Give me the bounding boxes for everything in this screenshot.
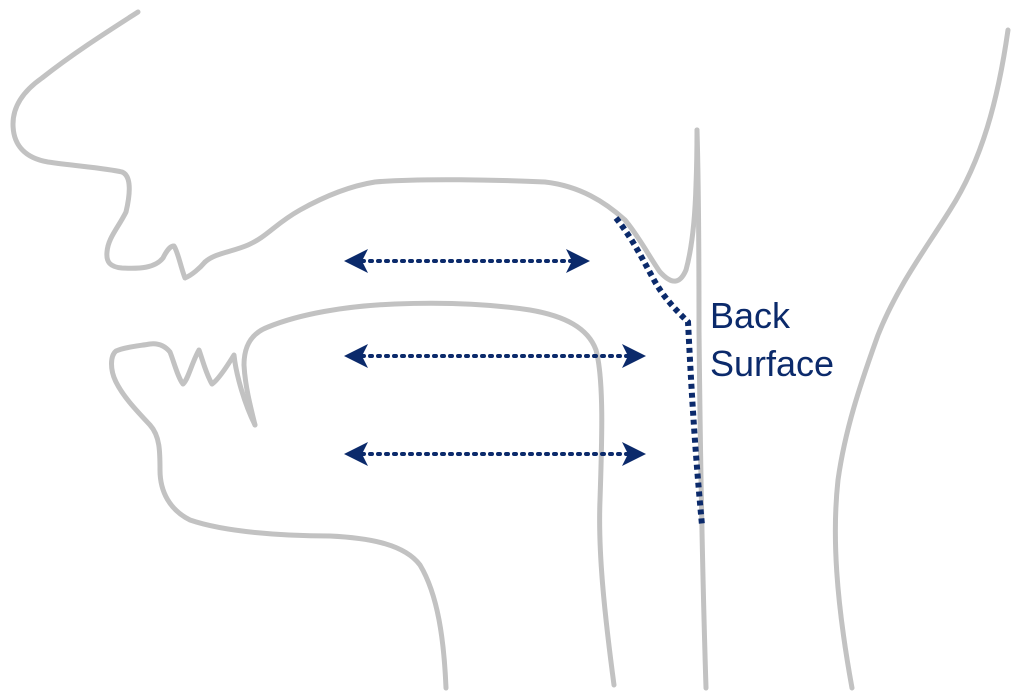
neck-back-outline (835, 30, 1008, 688)
back-surface-label-line1: Back (710, 292, 834, 340)
back-surface-label-line2: Surface (710, 340, 834, 388)
pharynx-back-wall-outline (697, 130, 706, 688)
jaw-chin-outline (112, 344, 447, 688)
face-profile-outline (13, 12, 205, 278)
tongue-outline (244, 303, 614, 685)
palate-outline (205, 130, 697, 281)
back-surface-label: Back Surface (710, 292, 834, 388)
